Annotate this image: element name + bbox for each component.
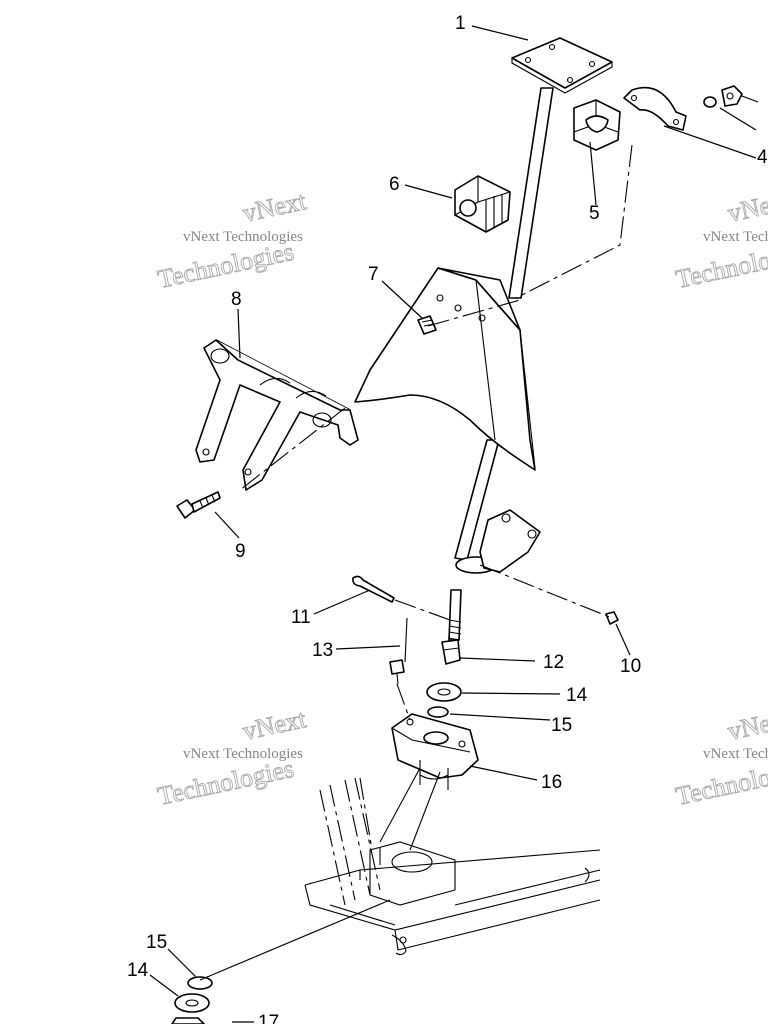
callout-16: 16 bbox=[541, 772, 562, 793]
part-4-clamp bbox=[623, 85, 743, 131]
part-9-bolt bbox=[176, 491, 221, 519]
callout-15-lower: 15 bbox=[146, 932, 167, 953]
part-13-pin bbox=[389, 617, 408, 685]
watermark-brand: vNext bbox=[725, 186, 768, 228]
watermark-brand: vNext bbox=[725, 704, 768, 746]
watermark-bottom-right: vNext vNext Technologies Technologies bbox=[673, 704, 768, 812]
callout-10: 10 bbox=[620, 656, 641, 677]
callout-7: 7 bbox=[368, 264, 379, 285]
watermark-company: vNext Technologies bbox=[703, 746, 768, 762]
watermark-brand: vNext bbox=[240, 186, 309, 228]
watermark-word: Technologies bbox=[155, 754, 296, 811]
callout-15: 15 bbox=[551, 715, 572, 736]
watermark-company: vNext Technologies bbox=[183, 746, 303, 762]
watermark-company: vNext Technologies bbox=[183, 229, 303, 245]
watermark-company: vNext Technologies bbox=[703, 229, 768, 245]
callout-14-lower: 14 bbox=[127, 960, 149, 981]
watermark-bottom-left: vNext vNext Technologies Technologies bbox=[155, 704, 310, 812]
callout-9: 9 bbox=[235, 541, 246, 562]
callout-8: 8 bbox=[231, 289, 242, 310]
part-10-nut bbox=[605, 611, 619, 625]
part-14-washer-lower bbox=[174, 993, 210, 1013]
callout-12: 12 bbox=[543, 652, 564, 673]
watermark-word: Technologies bbox=[673, 237, 768, 294]
part-1-steering-post bbox=[441, 37, 613, 665]
part-15-o-ring bbox=[427, 706, 449, 718]
part-15-o-ring-lower bbox=[187, 976, 213, 990]
callout-14: 14 bbox=[566, 685, 588, 706]
part-8-bracket bbox=[195, 339, 359, 491]
part-14-washer bbox=[426, 682, 462, 702]
watermark-word: Technologies bbox=[673, 754, 768, 811]
callout-11: 11 bbox=[291, 607, 311, 628]
frame-cross-member bbox=[304, 777, 601, 956]
callout-4: 4 bbox=[757, 147, 768, 168]
part-6-rubber-block bbox=[454, 175, 511, 233]
callout-17: 17 bbox=[258, 1012, 279, 1024]
part-17-nut-lower bbox=[171, 1017, 205, 1024]
part-11-cotter-pin bbox=[352, 575, 395, 603]
part-5-bushing bbox=[573, 99, 621, 151]
leader-lines bbox=[149, 25, 759, 1023]
callout-12-pin-13: 13 bbox=[312, 640, 333, 661]
watermark-top-left: vNext vNext Technologies Technologies bbox=[155, 186, 310, 295]
assembly-lines bbox=[199, 144, 633, 981]
callout-labels: 1 4 5 6 7 8 9 10 11 13 12 14 15 16 15 14… bbox=[127, 13, 768, 1024]
callout-5: 5 bbox=[589, 203, 600, 224]
steering-console-shroud bbox=[354, 267, 536, 471]
watermark-brand: vNext bbox=[240, 704, 309, 746]
watermark-top-right: vNext vNext Technologies Technologies bbox=[673, 186, 768, 295]
watermark-word: Technologies bbox=[155, 237, 296, 294]
callout-6: 6 bbox=[389, 174, 400, 195]
callout-1: 1 bbox=[455, 13, 466, 34]
part-16-lower-bearing bbox=[379, 713, 479, 851]
